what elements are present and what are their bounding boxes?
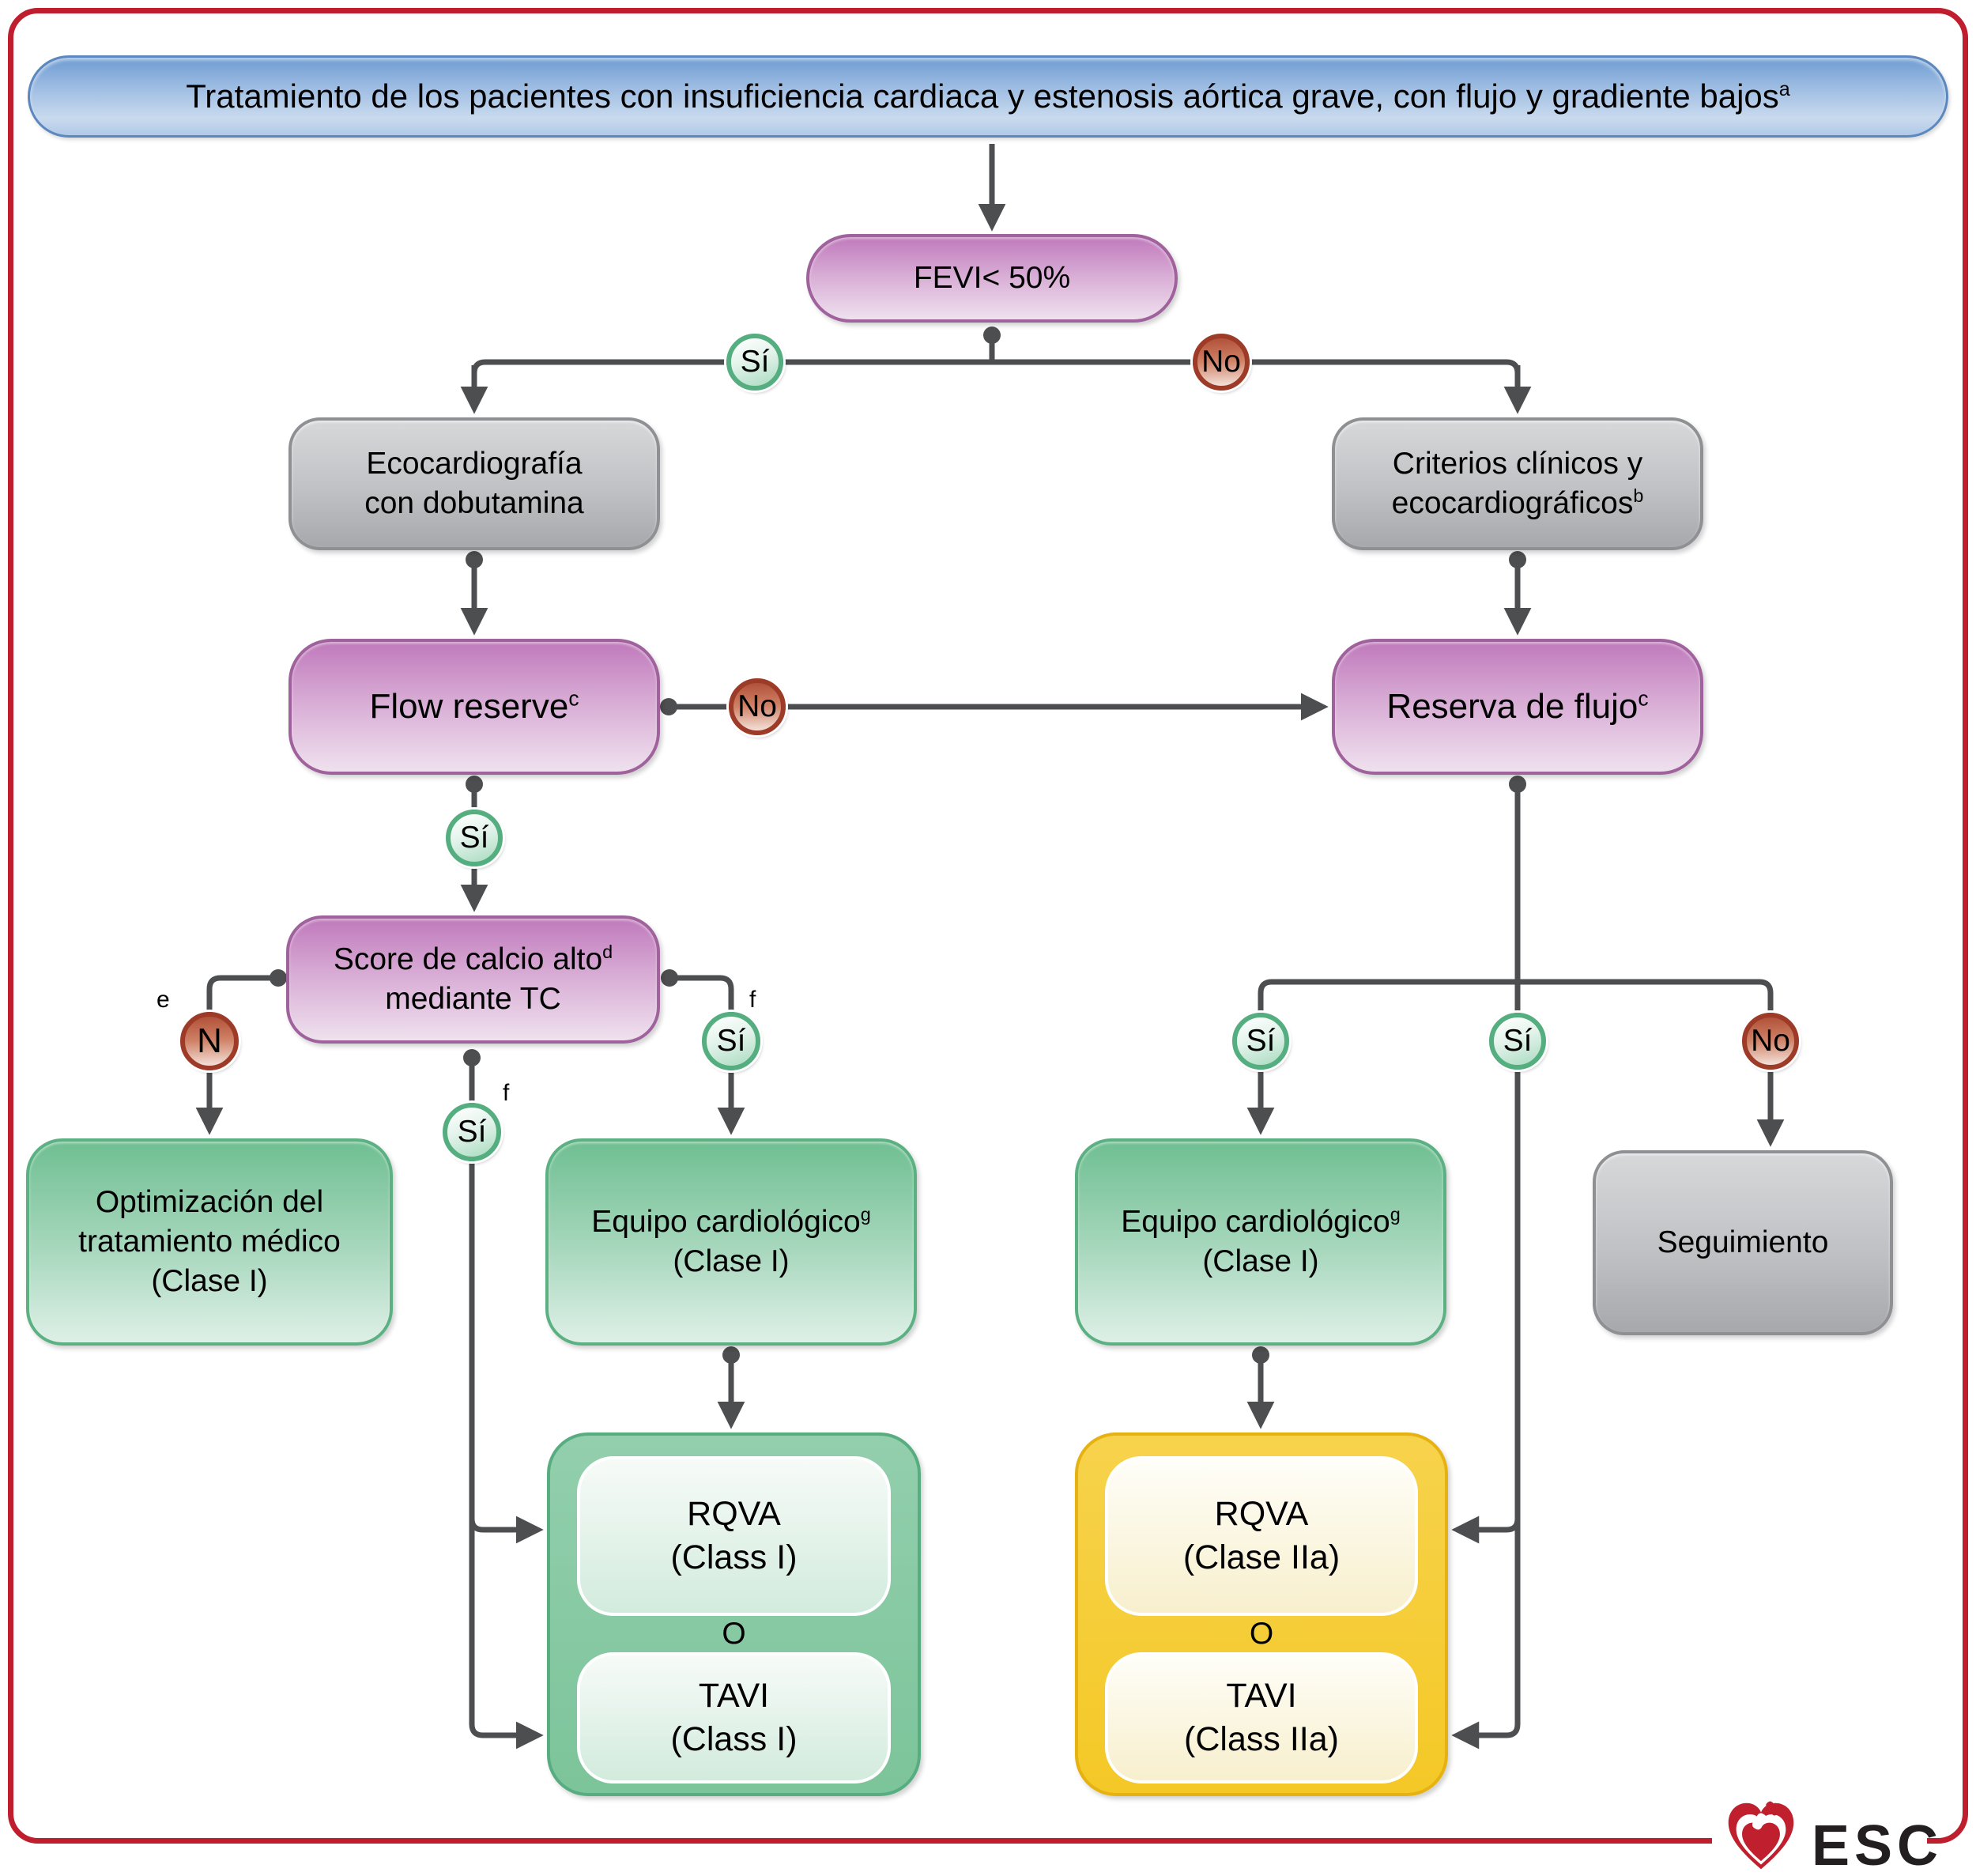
node-equipo-left-line2: (Clase I) — [673, 1244, 790, 1278]
decision-score-no-label: N — [197, 1021, 222, 1060]
title-footnote-a: a — [1778, 78, 1790, 101]
decision-fevi-no-label: No — [1201, 345, 1241, 379]
node-tavi-left-line1: TAVI — [698, 1676, 770, 1715]
node-equipo-right-footnote-g: g — [1390, 1204, 1401, 1225]
node-criterios: Criterios clínicos y ecocardiográficosb — [1332, 417, 1703, 550]
footnote-e-label: e — [156, 987, 170, 1013]
node-tavi-right-line2: (Class IIa) — [1184, 1720, 1339, 1758]
decision-flow-yes: Sí — [446, 810, 503, 866]
node-flow-reserve-label: Flow reserve — [369, 686, 569, 726]
node-equipo-right-line2: (Clase I) — [1202, 1244, 1319, 1278]
node-criterios-footnote-b: b — [1633, 485, 1644, 506]
node-score-calcio: Score de calcio altod mediante TC — [286, 915, 660, 1044]
decision-flow-no: No — [729, 678, 786, 735]
decision-reserva-yes-left: Sí — [1232, 1013, 1289, 1070]
footnote-f-label-right: f — [749, 987, 756, 1013]
node-flow-reserve-footnote-c: c — [568, 686, 579, 711]
node-eco-line1: Ecocardiografía — [366, 447, 583, 481]
node-equipo-left-line1: Equipo cardiológico — [591, 1205, 861, 1240]
node-equipo-left-footnote-g: g — [860, 1204, 871, 1225]
node-fevi-label: FEVI< 50% — [913, 261, 1071, 296]
node-reserva-flujo-footnote-c: c — [1638, 686, 1649, 711]
esc-heart-icon — [1728, 1801, 1794, 1870]
or-left-text: O — [722, 1617, 746, 1651]
node-optimizacion: Optimización del tratamiento médico (Cla… — [26, 1138, 393, 1346]
node-equipo-cardiologico-left: Equipo cardiológicog (Clase I) — [545, 1138, 917, 1346]
node-optimizacion-line2: tratamiento médico — [78, 1225, 341, 1259]
figure-red-frame — [8, 8, 1968, 1844]
title-banner: Tratamiento de los pacientes con insufic… — [28, 55, 1948, 138]
node-score-line2: mediante TC — [385, 982, 561, 1016]
node-eco-line2: con dobutamina — [364, 486, 584, 520]
decision-score-yes-right-label: Sí — [716, 1024, 746, 1058]
decision-reserva-no-label: No — [1751, 1024, 1790, 1058]
decision-reserva-yes-mid: Sí — [1489, 1013, 1546, 1070]
node-tavi-right-line1: TAVI — [1226, 1676, 1297, 1715]
decision-flow-no-label: No — [737, 689, 777, 723]
node-ecocardiografia: Ecocardiografía con dobutamina — [288, 417, 660, 550]
node-reserva-flujo: Reserva de flujoc — [1332, 639, 1703, 775]
node-reserva-flujo-label: Reserva de flujo — [1386, 686, 1638, 726]
decision-score-yes-down-label: Sí — [457, 1115, 487, 1149]
node-criterios-line2: ecocardiográficos — [1391, 486, 1634, 520]
decision-score-yes-down: Sí — [443, 1103, 501, 1161]
node-score-line1: Score de calcio alto — [333, 942, 603, 977]
or-right-text: O — [1249, 1617, 1274, 1651]
node-optimizacion-line3: (Clase I) — [151, 1263, 268, 1298]
node-rqva-class2a: RQVA (Clase IIa) — [1105, 1456, 1418, 1616]
node-optimizacion-line1: Optimización del — [95, 1185, 324, 1220]
node-tavi-left-line2: (Class I) — [670, 1720, 798, 1758]
node-tavi-class2a: TAVI (Class IIa) — [1105, 1652, 1418, 1784]
node-score-footnote-d: d — [602, 942, 613, 963]
node-criterios-line1: Criterios clínicos y — [1392, 447, 1643, 481]
title-text: Tratamiento de los pacientes con insufic… — [186, 77, 1779, 115]
node-rqva-left-line1: RQVA — [687, 1494, 781, 1533]
decision-score-no: N — [180, 1012, 239, 1070]
decision-fevi-yes: Sí — [726, 334, 783, 391]
container-rqva-tavi-class2a: RQVA (Clase IIa) O TAVI (Class IIa) — [1075, 1432, 1448, 1796]
node-flow-reserve: Flow reservec — [288, 639, 660, 775]
node-seguimiento-label: Seguimiento — [1657, 1225, 1829, 1260]
decision-flow-yes-label: Sí — [459, 821, 489, 855]
node-seguimiento: Seguimiento — [1593, 1150, 1893, 1335]
decision-score-yes-right: Sí — [702, 1012, 760, 1070]
decision-reserva-yes-mid-label: Sí — [1503, 1024, 1533, 1058]
decision-fevi-no: No — [1193, 334, 1250, 391]
footnote-f-label-down: f — [503, 1080, 510, 1106]
decision-reserva-yes-left-label: Sí — [1246, 1024, 1276, 1058]
or-label-left: O — [550, 1616, 918, 1652]
node-equipo-cardiologico-right: Equipo cardiológicog (Clase I) — [1075, 1138, 1446, 1346]
node-rqva-left-line2: (Class I) — [670, 1538, 798, 1576]
decision-reserva-no: No — [1742, 1013, 1799, 1070]
node-fevi: FEVI< 50% — [806, 234, 1178, 323]
decision-fevi-yes-label: Sí — [740, 345, 770, 379]
node-rqva-right-line1: RQVA — [1214, 1494, 1309, 1533]
node-rqva-right-line2: (Clase IIa) — [1182, 1538, 1341, 1576]
container-rqva-tavi-class1: RQVA (Class I) O TAVI (Class I) — [547, 1432, 921, 1796]
node-tavi-class1: TAVI (Class I) — [577, 1652, 891, 1784]
node-equipo-right-line1: Equipo cardiológico — [1121, 1205, 1390, 1240]
esc-wordmark: ESC — [1812, 1814, 1944, 1876]
or-label-right: O — [1078, 1616, 1445, 1652]
node-rqva-class1: RQVA (Class I) — [577, 1456, 891, 1616]
